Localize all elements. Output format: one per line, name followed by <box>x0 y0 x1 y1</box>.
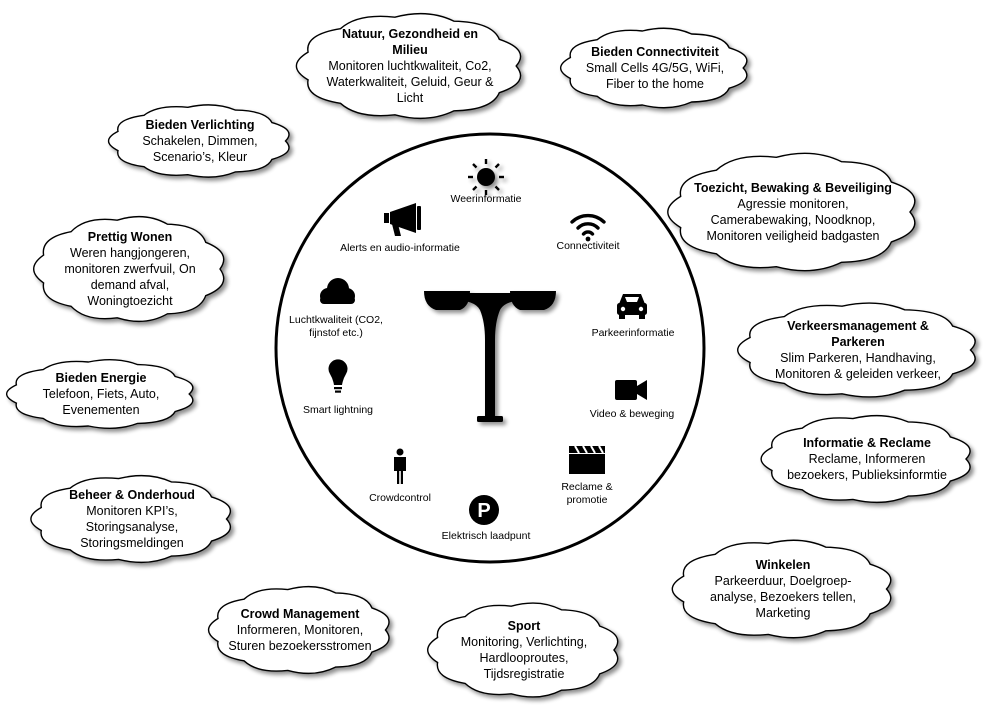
wifi-icon <box>570 213 606 242</box>
cloud-description: Schakelen, Dimmen, Scenario’s, Kleur <box>142 134 258 164</box>
streetlight-icon <box>424 291 556 422</box>
cloud-title: Bieden Energie <box>55 371 147 385</box>
cloud-title: Bieden Connectiviteit <box>591 45 719 59</box>
cloud-shape-reclame <box>760 414 971 504</box>
cloud-title: Informatie & Reclame <box>803 436 931 450</box>
cloud-shape-energie <box>5 358 194 430</box>
icons-layer: P <box>320 159 647 525</box>
cloud-description: Monitoren KPI’s, Storingsanalyse, Storin… <box>80 504 184 550</box>
function-label-laadpunt: Elektrisch laadpunt <box>441 530 531 542</box>
cloud-description: Informeren, Monitoren, Sturen bezoekerss… <box>228 623 372 653</box>
person-icon <box>394 448 406 484</box>
cloud-shape-verlichting <box>107 104 290 178</box>
cloud-shape-sport <box>427 602 619 698</box>
function-label-parkeer: Parkeerinformatie <box>591 327 675 339</box>
cloud-description: Slim Parkeren, Handhaving, Monitoren & g… <box>774 351 942 381</box>
cloud-shape-crowd <box>207 585 390 675</box>
function-label-lucht: Luchtkwaliteit (CO2, fijnstof etc.) <box>289 314 383 339</box>
cloud-icon <box>320 278 355 304</box>
cloud-description: Weren hangjongeren, monitoren zwerfvuil,… <box>64 246 196 308</box>
cloud-description: Monitoring, Verlichting, Hardlooproutes,… <box>460 635 588 681</box>
function-label-lightning: Smart lightning <box>302 404 374 416</box>
car-icon <box>617 294 647 319</box>
sun-icon <box>468 159 504 195</box>
cloud-title: Toezicht, Bewaking & Beveiliging <box>694 181 892 195</box>
cloud-title: Beheer & Onderhoud <box>69 488 195 502</box>
parking-icon: P <box>469 495 499 525</box>
cloud-description: Small Cells 4G/5G, WiFi, Fiber to the ho… <box>585 61 725 91</box>
function-label-reclame: Reclame & promotie <box>561 481 613 506</box>
cloud-shape-winkelen <box>671 539 892 639</box>
cloud-description: Agressie monitoren, Camerabewaking, Nood… <box>706 197 880 243</box>
cloud-shape-connectiviteit <box>559 27 748 109</box>
cloud-title: Verkeersmanagement & Parkeren <box>787 319 929 349</box>
cloud-title: Winkelen <box>755 558 811 572</box>
svg-text:P: P <box>477 500 490 522</box>
megaphone-icon <box>384 203 421 236</box>
cloud-title: Prettig Wonen <box>87 230 173 244</box>
lightbulb-icon <box>328 359 348 393</box>
video-camera-icon <box>615 380 647 400</box>
function-label-connect: Connectiviteit <box>556 240 620 252</box>
cloud-title: Natuur, Gezondheid en Milieu <box>341 27 479 57</box>
cloud-shape-wonen <box>33 215 225 323</box>
cloud-shape-verkeer <box>737 302 976 398</box>
function-label-weer: Weerinformatie <box>450 193 522 205</box>
cloud-shape-beheer <box>30 474 231 564</box>
cloud-title: Crowd Management <box>240 607 360 621</box>
function-label-crowdcontrol: Crowdcontrol <box>369 492 431 504</box>
clapperboard-icon <box>569 445 605 474</box>
clouds-layer <box>5 12 976 698</box>
cloud-title: Sport <box>507 619 541 633</box>
cloud-description: Monitoren luchtkwaliteit, Co2, Waterkwal… <box>326 59 494 105</box>
cloud-description: Reclame, Informeren bezoekers, Publieksi… <box>787 452 947 482</box>
cloud-shape-natuur <box>295 12 522 120</box>
cloud-description: Telefoon, Fiets, Auto, Evenementen <box>42 387 160 417</box>
cloud-description: Parkeerduur, Doelgroep-analyse, Bezoeker… <box>710 574 856 620</box>
function-label-video: Video & beweging <box>589 408 675 420</box>
cloud-title: Bieden Verlichting <box>145 118 255 132</box>
function-label-alerts: Alerts en audio-informatie <box>340 242 460 254</box>
cloud-shape-toezicht <box>667 152 916 272</box>
